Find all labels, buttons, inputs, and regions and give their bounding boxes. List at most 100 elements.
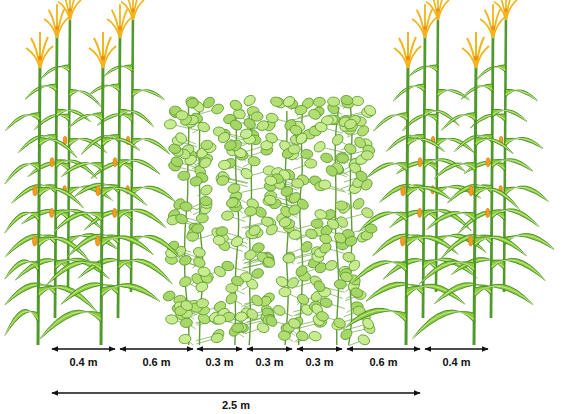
soybean-leaf	[263, 194, 277, 207]
soybean-leaf	[215, 226, 229, 237]
maize-leaf	[434, 283, 491, 304]
soybean-leaf	[165, 314, 178, 325]
soybean-leaf	[230, 275, 244, 287]
soybean-leaf	[307, 108, 322, 122]
soybean-leaf	[200, 196, 213, 206]
maize-leaf-rib	[102, 188, 146, 205]
soybean-leaf	[261, 255, 276, 269]
maize-leaf-rib	[69, 115, 103, 128]
dimension-arrow	[52, 348, 115, 349]
maize-plant	[451, 0, 554, 292]
maize-stem	[131, 12, 133, 292]
maize-stem	[101, 60, 103, 345]
dimension-label: 0.3 m	[205, 356, 233, 369]
maize-leaf	[61, 283, 118, 305]
soybean-leaf	[304, 227, 318, 240]
soybean-leaf	[164, 119, 177, 129]
maize-leaf	[477, 65, 506, 80]
maize-leaf	[69, 89, 101, 106]
soybean-leaf	[356, 124, 371, 138]
maize-leaf	[6, 113, 40, 131]
dimension-label: 0.3 m	[305, 356, 333, 369]
soybean-leaf	[324, 259, 339, 273]
maize-leaf-rib	[366, 164, 407, 178]
maize-leaf-rib	[102, 139, 140, 151]
soybean-leaf	[318, 180, 331, 190]
maize-tassel-bud	[131, 8, 135, 12]
soybean-leaf	[264, 175, 278, 187]
maize-leaf-rib	[492, 160, 533, 171]
soybean-leaf	[196, 298, 209, 308]
soybean-leaf	[335, 201, 347, 210]
soybean-leaf	[242, 93, 257, 107]
soybean-leaf	[336, 153, 349, 163]
soybean-leaf	[264, 222, 279, 236]
maize-tassel-bud	[423, 26, 427, 30]
soybean-leaf	[264, 131, 279, 145]
maize-stem	[38, 60, 40, 345]
soybean-leaf	[356, 333, 371, 347]
soybean-leaf	[216, 174, 230, 186]
soybean-leaf	[343, 118, 357, 131]
maize-leaf-rib	[131, 237, 181, 260]
maize-leaf	[18, 134, 56, 152]
dimension-arrow	[425, 348, 488, 349]
maize-leaf	[344, 308, 406, 328]
maize-ear	[418, 158, 422, 167]
maize-leaf-rib	[475, 237, 527, 255]
soybean-leaf	[196, 121, 210, 134]
soybean-leaf	[228, 98, 243, 112]
maize-leaf-rib	[475, 189, 519, 210]
soybean-leaf	[245, 307, 260, 322]
maize-leaf-rib	[5, 311, 38, 335]
maize-leaf-rib	[412, 312, 474, 339]
maize-leaf	[475, 138, 513, 154]
maize-stem	[436, 12, 438, 292]
soybean-leaf	[354, 169, 369, 183]
soybean-leaf	[334, 279, 347, 289]
maize-leaf	[131, 235, 181, 259]
maize-plant	[5, 4, 109, 318]
soybean-leaf	[221, 210, 234, 221]
maize-plant	[344, 32, 465, 345]
maize-leaf-rib	[359, 213, 407, 231]
maize-leaf-rib	[39, 140, 77, 158]
maize-leaf	[132, 138, 170, 154]
maize-leaf	[5, 162, 39, 183]
maize-leaf-rib	[434, 164, 475, 179]
soybean-plant	[162, 95, 228, 345]
soybean-leaf	[344, 234, 359, 248]
maize-stem	[118, 30, 120, 318]
soybean-leaf	[330, 132, 345, 147]
maize-leaf	[407, 186, 452, 199]
maize-leaf-rib	[69, 91, 101, 106]
maize-ear	[486, 208, 490, 217]
maize-plant	[78, 0, 181, 292]
soybean-leaf	[350, 286, 365, 299]
maize-leaf-rib	[491, 260, 545, 280]
maize-leaf	[39, 310, 101, 340]
soybean-leaf	[235, 311, 248, 322]
soybean-leaf	[278, 331, 291, 341]
dimension-label: 0.4 m	[69, 356, 97, 369]
soybean-leaf	[361, 150, 374, 160]
maize-leaf	[505, 137, 543, 148]
soybean-leaf	[224, 291, 239, 306]
soybean-leaf	[251, 242, 265, 254]
maize-ear	[95, 236, 99, 246]
maize-leaf-rib	[41, 67, 70, 79]
soybean-plant	[262, 95, 328, 345]
soybean-leaf	[278, 216, 292, 229]
maize-tassel-bud	[406, 56, 410, 60]
maize-leaf-rib	[492, 210, 539, 227]
maize-leaf	[352, 261, 407, 284]
soybean-leaf	[305, 159, 317, 168]
soybean-leaf	[174, 212, 189, 225]
maize-stem	[491, 30, 493, 318]
maize-leaf	[119, 109, 154, 127]
soybean-leaf	[314, 121, 328, 133]
maize-stem	[504, 12, 506, 292]
dimension-arrow	[297, 348, 342, 349]
maize-leaf-rib	[442, 115, 476, 130]
